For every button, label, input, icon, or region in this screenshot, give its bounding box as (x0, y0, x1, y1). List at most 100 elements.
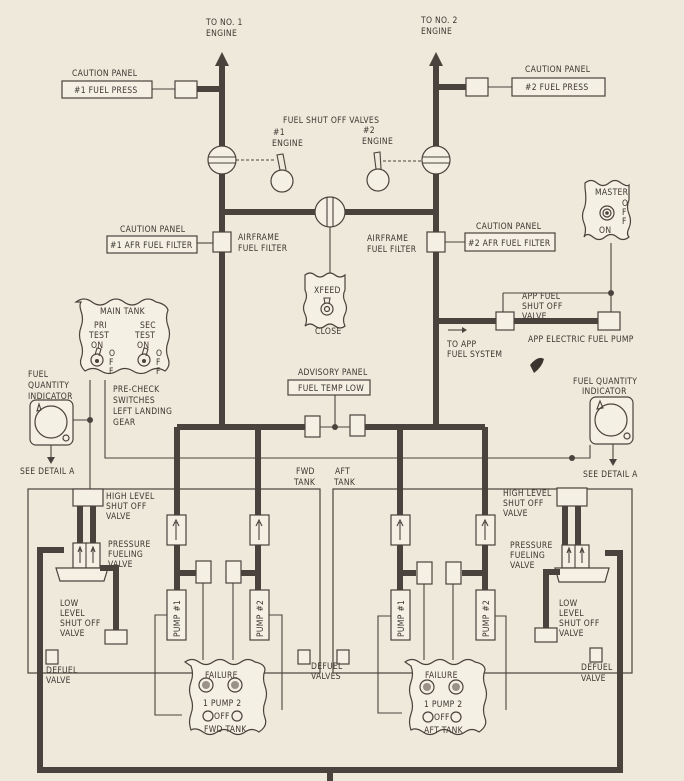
engine-1-switch-label: #1 (273, 128, 285, 138)
defuel-valve-label: VALVE (581, 674, 606, 684)
pump-2-switch[interactable] (450, 711, 462, 723)
failure-label: FAILURE (205, 671, 238, 681)
to-engine-1-label: ENGINE (206, 29, 237, 39)
pressure-fueling-label: VALVE (510, 561, 535, 571)
app-pump-label: APP ELECTRIC FUEL PUMP (528, 335, 634, 345)
master-on-label: ON (599, 226, 611, 236)
high-level-label: HIGH LEVEL (503, 489, 552, 499)
app-valve-label: SHUT OFF (522, 302, 563, 312)
pump-1-switch[interactable] (202, 710, 214, 722)
master-off-label: F (622, 208, 627, 218)
xfeed-toggle-switch[interactable] (320, 297, 334, 316)
pri-test-label: PRI (94, 321, 107, 331)
fuel-quantity-indicator-right (589, 396, 634, 466)
afr-filter-1-text: #1 AFR FUEL FILTER (110, 241, 193, 251)
afr-filter-1-light (106, 235, 198, 254)
crossfeed-valve (314, 196, 346, 228)
app-valve-label: APP FUEL (522, 292, 561, 302)
defuel-valve-label: DEFUEL (46, 666, 78, 676)
caution-panel-label: CAUTION PANEL (476, 222, 542, 232)
airframe-filter-label: AIRFRAME (367, 234, 408, 244)
engine-2-switch-label: ENGINE (362, 137, 393, 147)
pri-test-switch[interactable] (90, 347, 104, 367)
pressure-switch-fwd-2 (225, 560, 242, 584)
sec-off-label: O (156, 349, 162, 359)
precheck-label: PRE-CHECK (113, 385, 160, 395)
pump-selector-label: 1 PUMP 2 (203, 699, 241, 709)
defuel-valve-right (589, 647, 603, 663)
fuel-quantity-indicator-left (29, 399, 74, 464)
fwd-tank-label: FWD (296, 467, 315, 477)
high-level-shutoff-valve-right (556, 487, 588, 507)
to-engine-1-label: TO NO. 1 (205, 18, 243, 28)
pump-label: PUMP #2 (482, 600, 492, 637)
high-level-label: VALVE (106, 512, 131, 522)
to-app-label: TO APP (446, 340, 476, 350)
pump-aft-1: PUMP #1 (390, 589, 411, 641)
pump-2-switch[interactable] (231, 710, 243, 722)
failure-label: FAILURE (425, 671, 458, 681)
pump-1-switch[interactable] (422, 711, 434, 723)
pump-fwd-2: PUMP #2 (249, 589, 270, 641)
low-level-label: LOW (559, 599, 578, 609)
engine-1-switch[interactable] (270, 153, 294, 193)
engine-2-switch[interactable] (366, 151, 390, 192)
sec-test-switch[interactable] (137, 347, 151, 367)
high-level-label: SHUT OFF (106, 502, 147, 512)
fuel-qty-left-label: QUANTITY (28, 381, 69, 391)
pressure-switch-aft-2 (445, 561, 462, 585)
pri-off-label: F (109, 367, 114, 377)
fuel-temp-low-text: FUEL TEMP LOW (298, 384, 364, 394)
pressure-switch-aft-1 (416, 561, 433, 585)
low-level-label: LEVEL (60, 609, 85, 619)
caution-panel-label: CAUTION PANEL (120, 225, 186, 235)
pressure-fueling-valve-left (55, 542, 109, 582)
fuel-press-2-text: #2 FUEL PRESS (525, 83, 589, 93)
precheck-label: SWITCHES (113, 396, 155, 406)
defuel-valve-left (45, 649, 59, 665)
pressure-switch-fwd-1 (195, 560, 212, 584)
fwd-tank (27, 488, 321, 674)
fwd-tank-panel-label: FWD TANK (204, 725, 247, 735)
engine-2-switch-label: #2 (363, 126, 375, 136)
sec-off-label: F (156, 367, 161, 377)
see-detail-left: SEE DETAIL A (20, 467, 75, 477)
pressure-fueling-label: FUELING (108, 550, 143, 560)
shutoff-valve-1 (207, 145, 275, 175)
high-level-shutoff-valve-left (72, 488, 104, 507)
low-level-label: SHUT OFF (60, 619, 101, 629)
pump-label: PUMP #1 (397, 600, 407, 637)
pump-selector-label: 1 PUMP 2 (424, 700, 462, 710)
sec-test-label: ON (137, 341, 149, 351)
airframe-fuel-filter-1 (212, 231, 232, 253)
master-off-label: O (622, 199, 628, 209)
aft-tank-panel-label: AFT TANK (424, 726, 464, 736)
high-level-label: VALVE (503, 509, 528, 519)
low-level-label: VALVE (559, 629, 584, 639)
pressure-fueling-label: VALVE (108, 560, 133, 570)
shutoff-valves-label: FUEL SHUT OFF VALVES (283, 116, 379, 126)
fuel-qty-left-label: FUEL (28, 370, 49, 380)
pump-fwd-1: PUMP #1 (166, 589, 187, 641)
low-level-label: LOW (60, 599, 79, 609)
engine-1-switch-label: ENGINE (272, 139, 303, 149)
pressure-fueling-label: PRESSURE (510, 541, 553, 551)
off-label: OFF (214, 712, 230, 722)
to-engine-2-label: ENGINE (421, 27, 452, 37)
pressure-switch-1 (174, 80, 198, 99)
advisory-panel-label: ADVISORY PANEL (298, 368, 368, 378)
pressure-fueling-label: PRESSURE (108, 540, 151, 550)
defuel-valve-label: DEFUEL (581, 663, 613, 673)
master-switch[interactable] (599, 205, 615, 221)
pump-label: PUMP #1 (173, 600, 183, 637)
arrow-up-icon (215, 52, 229, 66)
high-level-label: HIGH LEVEL (106, 492, 155, 502)
pressure-fueling-valve-right (554, 544, 610, 583)
failure-panel-aft: FAILURE 1 PUMP 2 OFF AFT TANK (403, 658, 488, 736)
airframe-filter-label: FUEL FILTER (367, 245, 417, 255)
high-level-label: SHUT OFF (503, 499, 544, 509)
fuel-temp-low-light (287, 379, 371, 396)
pump-label: PUMP #2 (256, 600, 266, 637)
